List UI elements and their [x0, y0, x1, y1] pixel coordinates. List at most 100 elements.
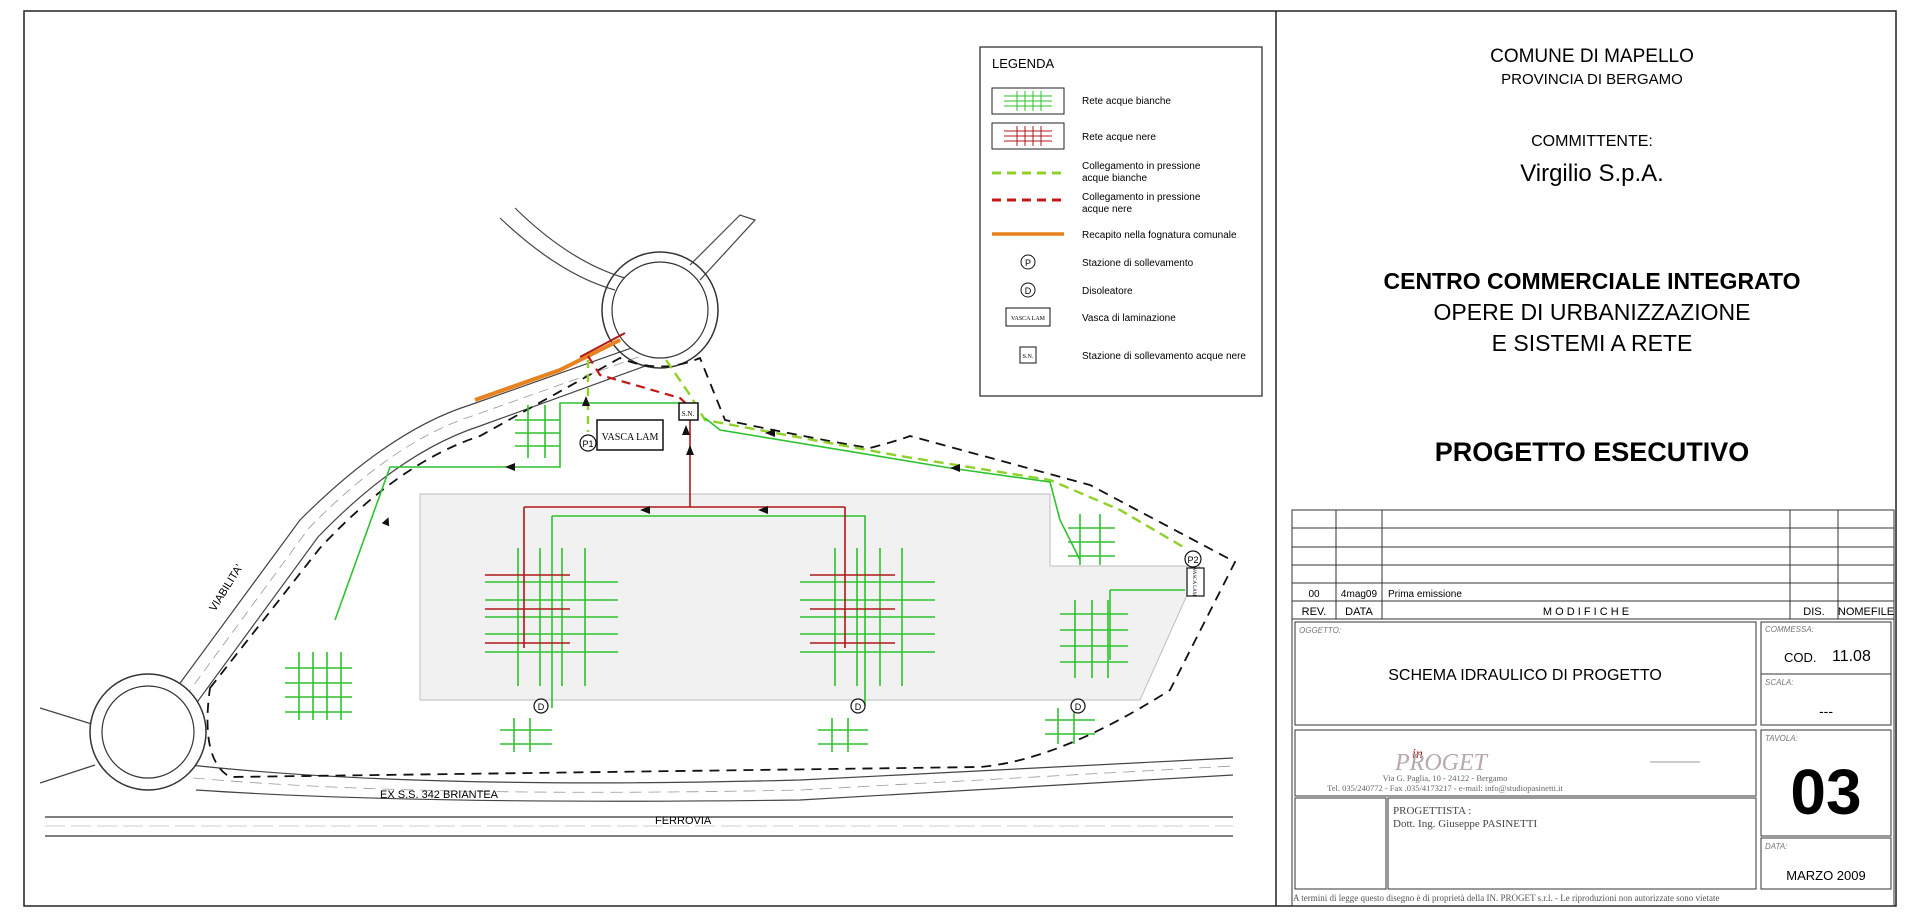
flow-arrows — [381, 396, 960, 527]
header-data: DATA — [1345, 606, 1373, 618]
scala-value: --- — [1819, 703, 1833, 719]
legend-d-letter: D — [1025, 286, 1032, 296]
road-ss342-top — [189, 757, 1234, 784]
road-north-west — [499, 217, 616, 291]
legend-label-disoleatore: Disoleatore — [1082, 286, 1133, 297]
legend-label-pump: Stazione di sollevamento — [1082, 258, 1194, 269]
provincia: PROVINCIA DI BERGAMO — [1501, 71, 1683, 88]
header-modifiche: M O D I F I C H E — [1543, 606, 1629, 618]
revision-date: 4mag09 — [1341, 589, 1378, 600]
pump-station-1 — [579, 434, 597, 452]
vasca-lam-small-label: VASCA LAM — [1191, 568, 1196, 597]
oggetto: SCHEMA IDRAULICO DI PROGETTO — [1388, 667, 1662, 684]
roundabout-north — [601, 251, 719, 369]
legend-label-green-dashed-1: Collegamento in pressione — [1082, 161, 1201, 172]
disoleatore-1-label: D — [538, 702, 545, 712]
legend-label-white-water: Rete acque bianche — [1082, 96, 1171, 107]
legend-label-red-dashed-2: acque nere — [1082, 204, 1132, 215]
footer-disclaimer: A termini di legge questo disegno è di p… — [1293, 893, 1719, 903]
header-nomefile: NOMEFILE — [1838, 606, 1894, 618]
cod-value: 11.08 — [1832, 648, 1871, 665]
road-ss342-label: EX S.S. 342 BRIANTEA — [380, 789, 499, 801]
railway-label: FERROVIA — [655, 815, 712, 827]
vasca-lam-box — [596, 419, 664, 451]
legend-label-outfall: Recapito nella fognatura comunale — [1082, 230, 1237, 241]
revision-description: Prima emissione — [1388, 589, 1462, 600]
white-water-network — [285, 402, 1185, 752]
sn-box — [678, 402, 699, 421]
project-line-1: CENTRO COMMERCIALE INTEGRATO — [1384, 268, 1801, 294]
building-footprint — [419, 493, 1201, 701]
disoleatore-3 — [1070, 698, 1086, 714]
comune: COMUNE DI MAPELLO — [1490, 46, 1694, 67]
road-viabilita — [174, 344, 641, 691]
progettista-label: PROGETTISTA : — [1393, 805, 1471, 817]
data-label: DATA: — [1765, 842, 1787, 851]
legend-vasca-text: VASCA LAM — [1011, 316, 1046, 322]
road-viabilita-label: VIABILITA' — [207, 563, 245, 614]
revision-table — [1291, 509, 1895, 620]
commessa-label: COMMESSA: — [1765, 625, 1814, 634]
roundabout-north-island — [611, 261, 709, 359]
header-dis: DIS. — [1803, 606, 1824, 618]
legend-label-sn: Stazione di sollevamento acque nere — [1082, 351, 1246, 362]
pressure-white-water — [665, 359, 1186, 550]
revision-number: 00 — [1308, 589, 1320, 600]
disoleatore-3-label: D — [1075, 702, 1082, 712]
tavola-number: 03 — [1790, 756, 1861, 828]
cod-label: COD. — [1784, 650, 1817, 665]
road-ss342-bottom — [195, 774, 1234, 802]
road-west-top — [39, 707, 96, 726]
disoleatore-2 — [850, 698, 866, 714]
legend-label-black-water: Rete acque nere — [1082, 132, 1156, 143]
sn-label: S.N. — [682, 410, 695, 418]
data-value: MARZO 2009 — [1786, 868, 1865, 883]
company-address: Via G. Paglia, 10 - 24122 - Bergamo — [1383, 773, 1508, 783]
road-north-east — [689, 214, 757, 281]
legend-title: LEGENDA — [992, 56, 1054, 71]
pump-station-1-label: P1 — [582, 439, 593, 449]
project-line-2: OPERE DI URBANIZZAZIONE — [1434, 299, 1751, 325]
legend-d-symbol — [1020, 282, 1036, 298]
title-block: COMUNE DI MAPELLO PROVINCIA DI BERGAMO C… — [1291, 46, 1895, 907]
company-contacts: Tel. 035/240772 - Fax .035/4173217 - e-m… — [1327, 783, 1563, 793]
project-line-3: E SISTEMI A RETE — [1492, 330, 1693, 356]
legend-vasca-symbol — [1005, 307, 1051, 327]
legend: LEGENDA Rete acque bianche Rete acque ne… — [979, 46, 1263, 397]
legend-sn-symbol — [1019, 346, 1037, 364]
legend-label-red-dashed-1: Collegamento in pressione — [1082, 192, 1201, 203]
roundabout-south-island — [101, 685, 195, 779]
oggetto-label: OGGETTO: — [1299, 626, 1341, 635]
company-logo: PROGET — [1394, 750, 1489, 776]
legend-label-green-dashed-2: acque bianche — [1082, 173, 1147, 184]
titleblock-grid — [1291, 618, 1895, 907]
scala-label: SCALA: — [1765, 678, 1793, 687]
committente: Virgilio S.p.A. — [1520, 160, 1664, 187]
header-rev: REV. — [1302, 606, 1327, 618]
project-phase: PROGETTO ESECUTIVO — [1435, 437, 1750, 467]
pump-station-2 — [1184, 550, 1202, 568]
vasca-lam-label: VASCA LAM — [602, 432, 659, 443]
legend-p-symbol — [1020, 254, 1036, 270]
legend-black-water-grid — [1004, 126, 1052, 146]
company-logo-prefix: in — [1412, 747, 1423, 762]
legend-sn-text: S.N. — [1023, 354, 1034, 360]
site-boundary — [206, 356, 1237, 778]
road-ss342-center — [192, 765, 1234, 793]
pump-station-2-label: P2 — [1187, 555, 1198, 565]
disoleatore-2-label: D — [855, 702, 862, 712]
tavola-label: TAVOLA: — [1765, 734, 1798, 743]
outfall-red — [579, 332, 626, 358]
legend-p-letter: P — [1025, 258, 1031, 268]
road-north-west-2 — [514, 207, 626, 279]
legend-label-vasca: Vasca di laminazione — [1082, 313, 1176, 324]
committente-label: COMMITTENTE: — [1531, 133, 1653, 150]
progettista: Dott. Ing. Giuseppe PASINETTI — [1393, 818, 1537, 830]
outfall-line — [474, 338, 621, 402]
disoleatore-1 — [533, 698, 549, 714]
vasca-lam-small-box — [1186, 567, 1205, 597]
sheet-frame — [23, 10, 1897, 907]
road-centerline — [184, 354, 645, 698]
road-west-bottom — [39, 764, 96, 784]
